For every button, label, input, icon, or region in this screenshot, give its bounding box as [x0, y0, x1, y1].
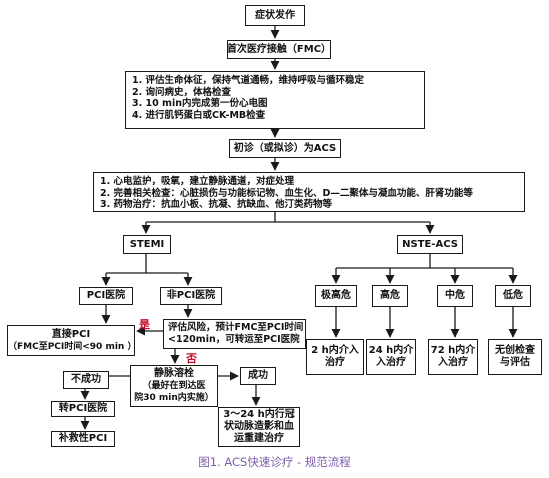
tx-noninvasive-line-2: 与评估	[500, 357, 530, 368]
tx-72h-line-2: 入治疗	[438, 357, 468, 368]
tx-2h-line-2: 治疗	[325, 357, 345, 368]
high-risk-node: 高危	[372, 285, 408, 307]
thrombolysis-node: 静脉溶栓 （最好在到达医 院30 min内实施）	[130, 365, 218, 407]
pci-hospital-node: PCI医院	[79, 287, 133, 305]
risk-eval-line-1: 评估风险，预计FMC至PCI时间	[168, 322, 304, 333]
initial-step-4: 4. 进行肌钙蛋白或CK-MB检查	[132, 109, 266, 121]
acs-step-3: 3. 药物治疗：抗血小板、抗凝、抗缺血、他汀类药物等	[100, 199, 333, 210]
post-lysis-line-2: 状动脉造影和血	[224, 421, 294, 432]
direct-pci-node: 直接PCI （FMC至PCI时间<90 min ）	[7, 325, 137, 356]
tx-24h-line-1: 24 h内介	[368, 345, 414, 356]
initial-step-3: 3. 10 min内完成第一份心电图	[132, 98, 268, 109]
tx-noninvasive-line-1: 无创检查	[495, 345, 535, 356]
tx-72h-line-1: 72 h内介	[430, 345, 476, 356]
non-pci-hospital-node: 非PCI医院	[160, 287, 222, 305]
risk-eval-line-2: <120min，可转运至PCI医院	[168, 334, 300, 345]
tx-noninvasive-node: 无创检查 与评估	[488, 339, 542, 375]
no-label: 否	[186, 352, 197, 365]
tx-24h-node: 24 h内介 入治疗	[366, 339, 416, 375]
rescue-pci-node: 补救性PCI	[51, 431, 115, 447]
yes-label: 是	[139, 318, 150, 331]
tx-2h-line-1: 2 h内介入	[311, 345, 359, 356]
nste-acs-node: NSTE-ACS	[397, 235, 463, 254]
direct-pci-line-1: 直接PCI	[51, 328, 91, 340]
direct-pci-line-2: （FMC至PCI时间<90 min ）	[8, 341, 137, 352]
thrombolysis-line-2: （最好在到达医	[142, 381, 206, 391]
acs-step-2: 2. 完善相关检查：心脏损伤与功能标记物、血生化、D—二聚体与凝血功能、肝肾功能…	[100, 187, 473, 199]
prelim-acs-node: 初诊（或拟诊）为ACS	[229, 139, 341, 158]
very-high-risk-node: 极高危	[315, 285, 357, 307]
mid-risk-node: 中危	[437, 285, 473, 307]
thrombolysis-line-3: 院30 min内实施）	[134, 393, 214, 403]
low-risk-node: 低危	[495, 285, 531, 307]
transfer-pci-node: 转PCI医院	[51, 401, 115, 417]
onset-node: 症状发作	[245, 5, 305, 26]
post-lysis-line-3: 运重建治疗	[234, 433, 284, 444]
tx-2h-node: 2 h内介入 治疗	[306, 339, 364, 375]
success-node: 成功	[240, 367, 276, 385]
fmc-node: 首次医疗接触（FMC）	[227, 40, 331, 59]
acs-steps-box: 1. 心电监护，吸氧，建立静脉通道，对症处理 2. 完善相关检查：心脏损伤与功能…	[93, 172, 525, 212]
failure-node: 不成功	[63, 371, 109, 389]
branch-stemi	[106, 254, 188, 274]
tx-24h-line-2: 入治疗	[376, 357, 406, 368]
thrombolysis-line-1: 静脉溶栓	[154, 368, 194, 379]
figure-caption: 图1. ACS快速诊疗 - 规范流程	[198, 455, 351, 469]
post-lysis-line-1: 3～24 h内行冠	[223, 409, 295, 420]
risk-eval-node: 评估风险，预计FMC至PCI时间 <120min，可转运至PCI医院	[163, 319, 306, 349]
stemi-node: STEMI	[123, 235, 171, 254]
acs-step-1: 1. 心电监护，吸氧，建立静脉通道，对症处理	[100, 176, 295, 187]
post-lysis-angio-node: 3～24 h内行冠 状动脉造影和血 运重建治疗	[218, 407, 300, 447]
initial-steps-box: 1. 评估生命体征，保持气道通畅，维持呼吸与循环稳定 2. 询问病史，体格检查 …	[125, 71, 425, 129]
branch-acs	[146, 212, 430, 223]
branch-nste	[336, 254, 513, 269]
tx-72h-node: 72 h内介 入治疗	[428, 339, 478, 375]
initial-step-2: 2. 询问病史，体格检查	[132, 86, 232, 98]
initial-step-1: 1. 评估生命体征，保持气道通畅，维持呼吸与循环稳定	[132, 75, 365, 86]
